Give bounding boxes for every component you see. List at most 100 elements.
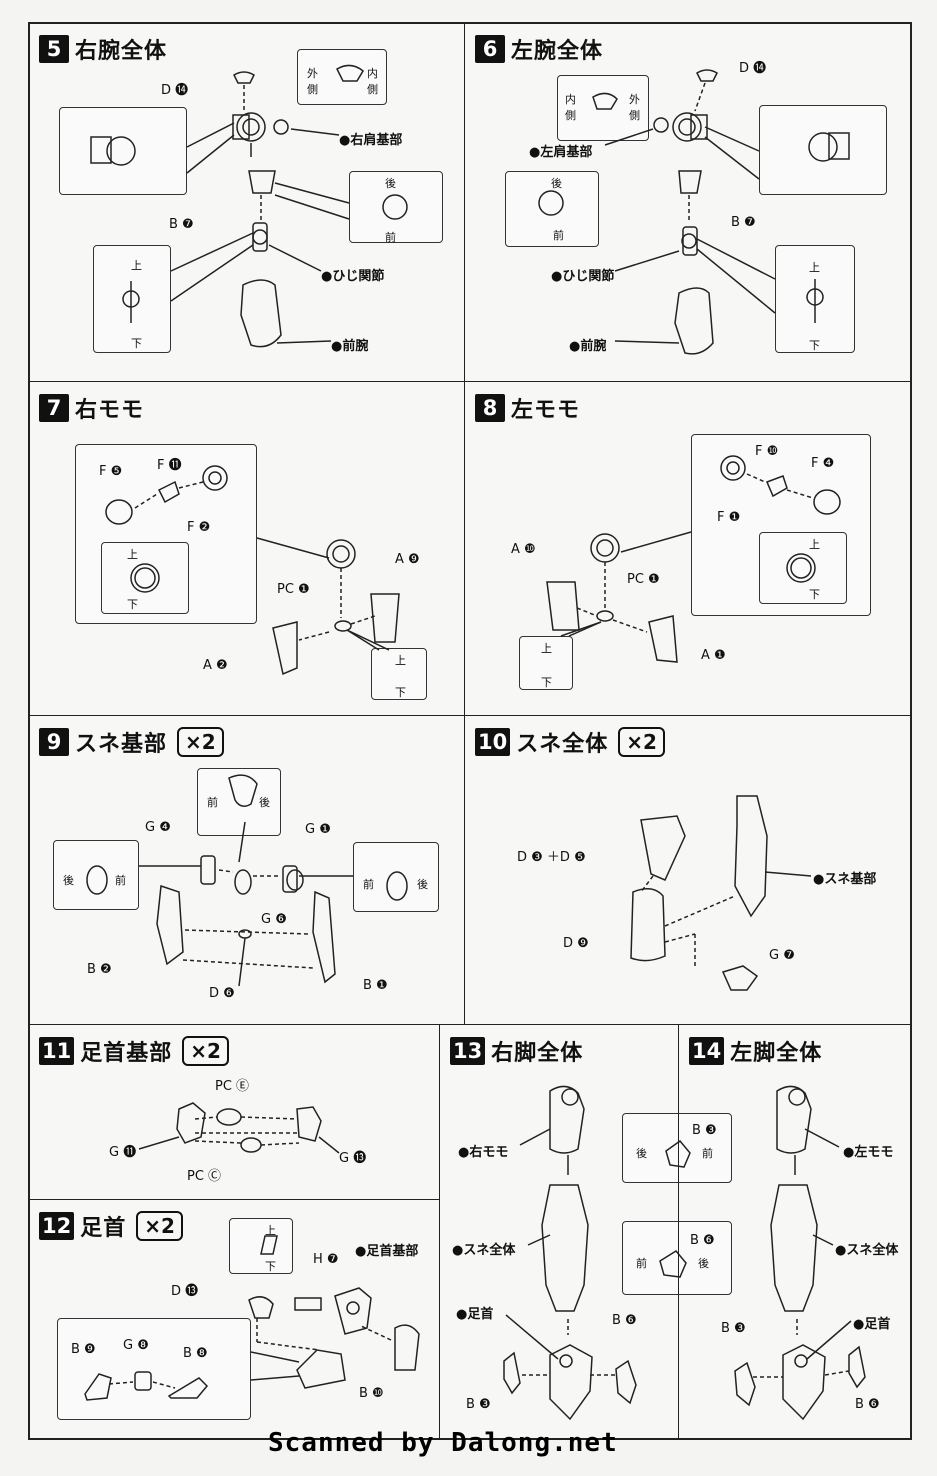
part-label: B ❸: [466, 1397, 491, 1412]
part-label: B ❻: [855, 1397, 880, 1412]
part-label: A ❷: [203, 658, 228, 673]
part-label: D ❾: [563, 936, 589, 951]
detail-box: [759, 532, 847, 604]
callout-label: ●スネ全体: [835, 1243, 899, 1258]
part-label: G ❶: [305, 822, 331, 837]
callout-label: ●前腕: [569, 339, 607, 354]
part-label: F ❹: [811, 456, 835, 471]
part-label: B ❻: [612, 1313, 637, 1328]
part-label: G ❹: [145, 820, 171, 835]
detail-box: [505, 171, 599, 247]
assembly-drawing: [84, 1235, 420, 1401]
part-label: H ❼: [313, 1252, 339, 1267]
detail-box: [622, 1221, 732, 1295]
detail-box: [519, 636, 573, 690]
callout-label: ●ひじ関節: [321, 269, 385, 284]
part-label: F ❶: [717, 510, 741, 525]
detail-box: [759, 105, 887, 195]
part-label: A ❶: [701, 648, 726, 663]
callout-label: ●足首: [456, 1307, 494, 1322]
part-label: D ⓮: [739, 61, 767, 76]
part-label: A ❿: [511, 542, 536, 557]
assembly-drawing: [105, 465, 400, 676]
part-label: PC Ⓒ: [187, 1169, 222, 1184]
part-label: G ❽: [123, 1338, 149, 1353]
detail-box: [229, 1218, 293, 1274]
detail-box: [349, 171, 443, 243]
detail-box: [101, 542, 189, 614]
callout-label: ●左肩基部: [529, 145, 593, 160]
assembly-drawing: [546, 455, 841, 663]
part-label: B ❿: [359, 1386, 384, 1401]
assembly-drawing: [86, 774, 408, 987]
part-label: G ❻: [261, 912, 287, 927]
detail-box: [622, 1113, 732, 1183]
part-label: D ❸ ＋D ❺: [517, 850, 586, 865]
part-label: B ❸: [721, 1321, 746, 1336]
detail-box: [371, 648, 427, 700]
detail-box: [297, 49, 387, 105]
part-label: B ❾: [71, 1342, 96, 1357]
detail-box: [59, 107, 187, 195]
callout-label: ●足首基部: [355, 1244, 419, 1259]
part-label: PC ❶: [627, 572, 660, 587]
part-label: B ❻: [690, 1233, 715, 1248]
part-label: G ⓭: [339, 1151, 367, 1166]
assembly-drawing: [90, 64, 408, 348]
detail-box: [53, 840, 139, 910]
part-label: B ❸: [692, 1123, 717, 1138]
part-label: B ❶: [363, 978, 388, 993]
callout-label: ●左モモ: [843, 1145, 894, 1160]
part-label: PC ❶: [277, 582, 310, 597]
callout-label: ●足首: [853, 1317, 891, 1332]
part-label: F ❷: [187, 520, 211, 535]
assembly-drawing: [138, 1102, 340, 1154]
part-label: D ❻: [209, 986, 235, 1001]
callout-label: ●右モモ: [458, 1145, 509, 1160]
part-label: B ❼: [169, 217, 194, 232]
assembly-drawing: [503, 1085, 691, 1421]
part-label: A ❾: [395, 552, 420, 567]
part-label: B ❼: [731, 215, 756, 230]
assembly-drawing: [734, 1085, 866, 1421]
callout-label: ●スネ基部: [813, 872, 877, 887]
instruction-sheet: [28, 22, 912, 1440]
detail-box: [93, 245, 171, 353]
part-label: PC Ⓔ: [215, 1079, 250, 1094]
detail-box: [57, 1318, 251, 1420]
part-label: F ⓫: [157, 458, 182, 473]
callout-label: ●ひじ関節: [551, 269, 615, 284]
detail-box: [197, 768, 281, 836]
callout-label: ●スネ全体: [452, 1243, 516, 1258]
part-label: G ❼: [769, 948, 795, 963]
detail-box: [557, 75, 649, 141]
part-label: G ⓫: [109, 1145, 137, 1160]
assembly-drawing: [630, 795, 812, 991]
assembly-drawing: [538, 69, 850, 355]
callout-label: ●前腕: [331, 339, 369, 354]
callout-label: ●右肩基部: [339, 133, 403, 148]
scanner-credit: Scanned by Dalong.net: [268, 1428, 618, 1458]
part-label: D ⓮: [161, 83, 189, 98]
part-label: B ❷: [87, 962, 112, 977]
part-label: B ❽: [183, 1346, 208, 1361]
